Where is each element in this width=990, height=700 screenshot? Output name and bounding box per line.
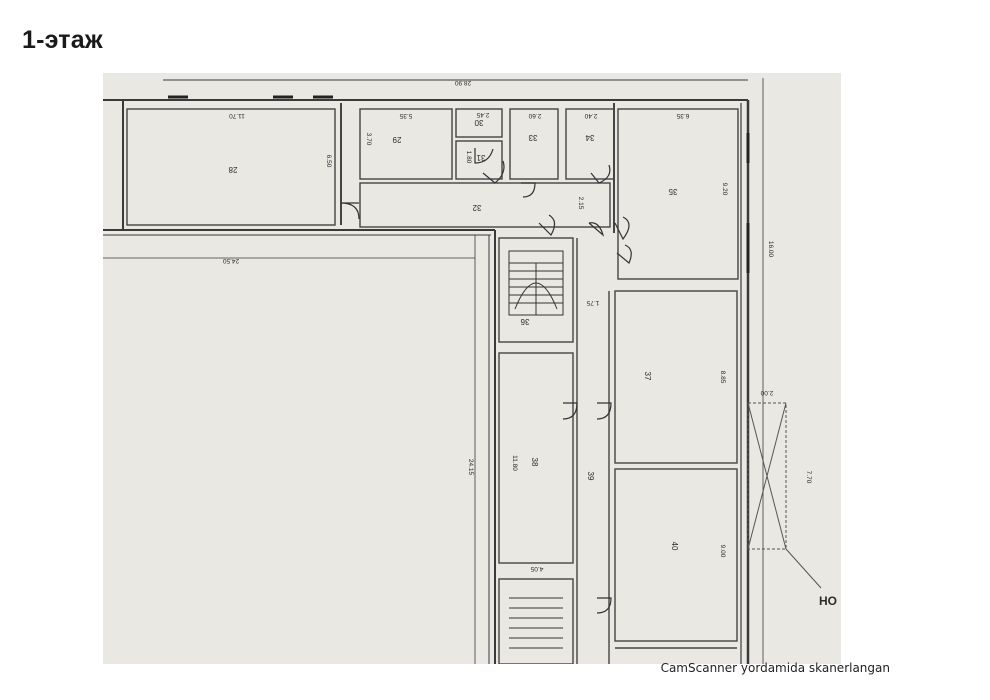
room-35 [617, 108, 739, 280]
room-label-33: 33 [528, 133, 537, 142]
dim-top-total: 28.90 [454, 79, 471, 86]
room-31 [455, 140, 503, 180]
room-label-28: 28 [228, 165, 237, 174]
room-28 [126, 108, 336, 226]
top-rooms [126, 103, 739, 280]
room-label-30: 30 [474, 118, 483, 127]
room-label-40: 40 [670, 542, 679, 551]
corridor-32 [359, 182, 611, 228]
room-label-36: 36 [520, 317, 529, 326]
room-label-38: 38 [530, 458, 539, 467]
room-38 [498, 352, 574, 564]
doors [340, 148, 632, 614]
dim-room33-width: 2.60 [528, 112, 541, 119]
dim-right-total: 16.00 [767, 241, 774, 258]
room-33 [509, 108, 559, 180]
edge-label: НО [819, 594, 837, 608]
ramp [747, 402, 822, 589]
right-rooms [498, 237, 738, 664]
room-29 [359, 108, 453, 180]
dim-bottom-stair-width: 4.05 [530, 565, 543, 572]
dim-room34-width: 2.40 [584, 112, 597, 119]
room-36 [498, 237, 574, 343]
dim-corridor-width: 2.15 [577, 197, 584, 210]
room-label-34: 34 [585, 133, 594, 142]
dim-room35-width: 6.35 [676, 112, 689, 119]
dim-hall-height: 24.15 [467, 459, 474, 476]
room-40 [614, 468, 738, 642]
dim-room35-height: 9.20 [721, 183, 728, 196]
dim-ramp-length: 7.70 [805, 471, 812, 484]
room-37 [614, 290, 738, 464]
dimension-labels: 28.90 11.70 6.50 5.35 3.70 2.45 1.80 2.6… [222, 79, 812, 572]
room-30 [455, 108, 503, 138]
room-label-31: 31 [476, 153, 485, 162]
room-label-29: 29 [392, 135, 401, 144]
room-label-39: 39 [586, 472, 595, 481]
room-label-32: 32 [472, 203, 481, 212]
window-marks [168, 95, 750, 273]
dim-room30-width: 2.45 [476, 111, 489, 118]
dim-room28-width: 11.70 [229, 112, 245, 119]
room-label-37: 37 [643, 372, 652, 381]
dim-room40-height: 9.00 [719, 545, 726, 558]
dim-room29-height: 3.70 [365, 133, 372, 146]
floor-plan-drawing: 28 29 30 31 32 33 34 35 36 37 38 39 40 2… [103, 78, 837, 664]
floor-plan-scan: 28 29 30 31 32 33 34 35 36 37 38 39 40 2… [103, 73, 841, 664]
dim-room29-width: 5.35 [399, 112, 412, 119]
room-labels: 28 29 30 31 32 33 34 35 36 37 38 39 40 [228, 118, 679, 551]
dim-room31-height: 1.80 [465, 151, 472, 164]
dim-stair-gap: 1.75 [586, 299, 599, 306]
bottom-stair [498, 578, 574, 664]
dim-room28-height: 6.50 [325, 155, 332, 168]
dim-hall-width: 24.50 [222, 257, 239, 264]
staircase [508, 250, 564, 649]
dim-room38-height: 11.80 [511, 455, 518, 471]
exterior-walls [103, 78, 764, 664]
room-label-35: 35 [668, 187, 677, 196]
scanner-footer: CamScanner yordamida skanerlangan [660, 661, 890, 675]
page-title: 1-этаж [22, 26, 103, 54]
dim-ramp-width: 2.00 [760, 389, 773, 396]
dim-room37-height: 8.85 [719, 371, 726, 384]
